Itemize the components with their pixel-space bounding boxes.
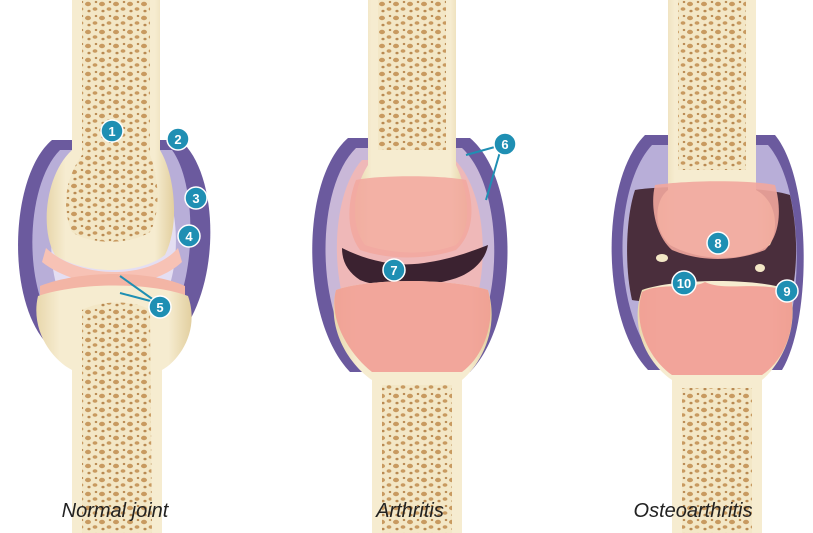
lower-bone-spongy — [82, 303, 152, 533]
callout-number: 3 — [192, 191, 199, 206]
callout-4: 4 — [178, 225, 200, 247]
panel-arthritis — [312, 0, 507, 533]
callout-2: 2 — [167, 128, 189, 150]
upper-bone-inflamed — [349, 176, 471, 257]
callout-number: 4 — [185, 229, 193, 244]
callout-9: 9 — [776, 280, 798, 302]
bone-fragment — [656, 254, 668, 262]
callout-number: 9 — [783, 284, 790, 299]
callout-7: 7 — [383, 259, 405, 281]
callout-number: 1 — [108, 124, 115, 139]
callout-number: 2 — [174, 132, 181, 147]
callout-5: 5 — [149, 296, 171, 318]
panel-osteoarthritis — [612, 0, 804, 533]
upper-bone-spongy — [678, 0, 746, 170]
bone-fragment — [755, 264, 765, 272]
lower-bone-inflamed — [639, 282, 792, 375]
callout-number: 6 — [501, 137, 508, 152]
callout-3: 3 — [185, 187, 207, 209]
caption-arthritis: Arthritis — [290, 500, 530, 523]
upper-bone-spongy — [378, 0, 446, 150]
panel-normal-joint — [18, 0, 210, 533]
lower-bone-inflamed — [334, 281, 490, 372]
callout-10: 10 — [672, 271, 696, 295]
caption-normal-joint: Normal joint — [0, 500, 235, 523]
callout-number: 10 — [677, 276, 691, 291]
caption-osteoarthritis: Osteoarthritis — [573, 500, 813, 523]
callout-number: 5 — [156, 300, 163, 315]
callout-number: 8 — [714, 236, 721, 251]
callout-8: 8 — [707, 232, 729, 254]
callout-6: 6 — [494, 133, 516, 155]
callout-number: 7 — [390, 263, 397, 278]
callout-1: 1 — [101, 120, 123, 142]
